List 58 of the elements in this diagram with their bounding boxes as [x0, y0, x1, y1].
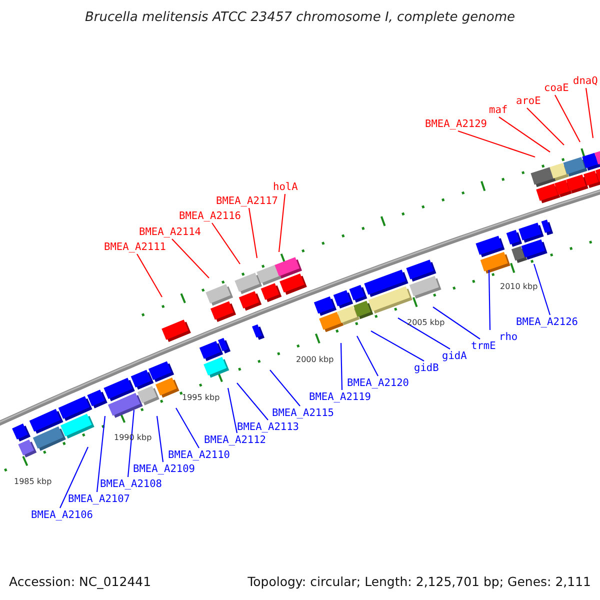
- gene-label: BMEA_A2120: [347, 377, 409, 389]
- leader-line: [554, 94, 580, 142]
- scale-label: 2000 kbp: [296, 355, 334, 365]
- gene-label: BMEA_A2126: [516, 316, 578, 328]
- gene-label: gidA: [442, 350, 467, 362]
- gene-label: BMEA_A2114: [139, 226, 201, 238]
- gene-label: trmE: [471, 340, 496, 352]
- footer-text: Accession: NC_012441: [9, 574, 152, 589]
- footer-text: Topology: circular; Length: 2,125,701 bp; Genes: 2,111: [248, 574, 591, 589]
- scale-label: 1995 kbp: [182, 393, 220, 403]
- leader-line: [270, 370, 300, 406]
- gene-label: dnaQ: [573, 75, 598, 87]
- gene-label: BMEA_A2116: [179, 210, 241, 222]
- leader-line: [585, 88, 594, 138]
- gene-label: BMEA_A2119: [309, 391, 371, 403]
- gene-label: holA: [273, 181, 298, 193]
- leader-line: [370, 330, 424, 362]
- scale-label: 2005 kbp: [407, 318, 445, 328]
- leader-line: [498, 116, 550, 152]
- leader-line: [176, 408, 200, 448]
- leader-line: [60, 446, 88, 508]
- gene-label: BMEA_A2113: [237, 421, 299, 433]
- gene-label: BMEA_A2115: [272, 407, 334, 419]
- leader-line: [212, 222, 240, 264]
- scale-label: 1985 kbp: [14, 477, 52, 487]
- gene-label: maf: [489, 104, 508, 116]
- gene-label: BMEA_A2106: [31, 509, 93, 521]
- gene-label: aroE: [516, 95, 541, 107]
- gene-label: gidB: [414, 362, 439, 374]
- gene-label: BMEA_A2112: [204, 434, 266, 446]
- leader-line: [458, 130, 536, 158]
- leader-line: [398, 318, 450, 350]
- gene-label: BMEA_A2109: [133, 463, 195, 475]
- gene-label: BMEA_A2108: [100, 478, 162, 490]
- leader-line: [432, 306, 480, 340]
- leader-line: [127, 410, 135, 478]
- leader-line: [136, 254, 162, 298]
- scale-label: 2010 kbp: [500, 282, 538, 292]
- leader-line: [172, 238, 210, 278]
- gene-label: BMEA_A2110: [168, 449, 230, 461]
- leader-line: [340, 342, 343, 390]
- gene-label: BMEA_A2107: [68, 493, 130, 505]
- gene-label: coaE: [544, 82, 569, 94]
- leader-line: [356, 336, 378, 376]
- gene-label: BMEA_A2129: [425, 118, 487, 130]
- leader-line: [227, 388, 238, 434]
- leader-line: [96, 416, 106, 492]
- leader-line: [236, 382, 268, 420]
- leader-line: [278, 194, 286, 252]
- title: Brucella melitensis ATCC 23457 chromosome I, complete genome: [84, 10, 516, 25]
- leader-line: [533, 264, 551, 316]
- gene-label: BMEA_A2111: [104, 241, 166, 253]
- leader-line: [248, 208, 258, 258]
- leader-line: [156, 416, 164, 462]
- leader-line: [488, 270, 491, 330]
- leader-line: [526, 108, 564, 146]
- gene-label: BMEA_A2117: [216, 195, 278, 207]
- gene-label: rho: [499, 331, 518, 343]
